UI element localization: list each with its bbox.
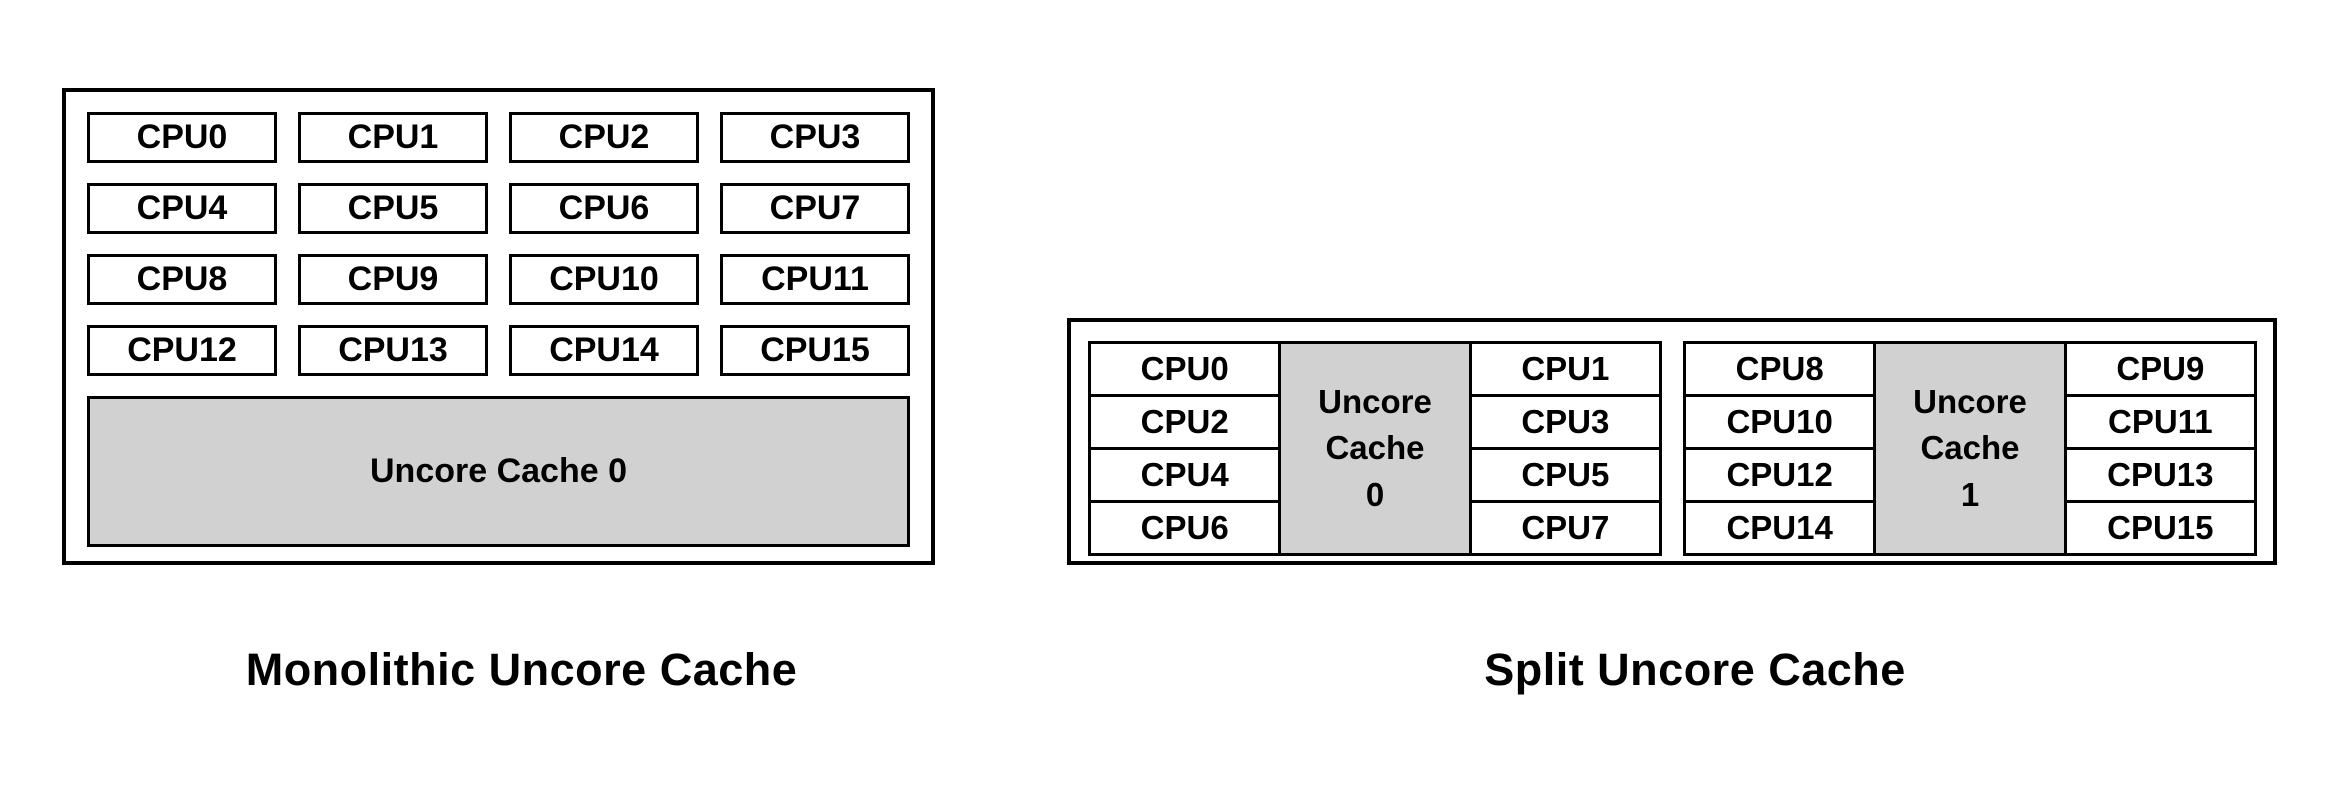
cpu-box: CPU2 [509,112,699,163]
table-row: CPU0 Uncore Cache 0 CPU1 [1087,341,1663,556]
split-caption: Split Uncore Cache [1484,644,1906,695]
table-row: CPU8 Uncore Cache 1 CPU9 [1682,341,2258,556]
cpu-box: CPU13 [298,325,488,376]
cpu-cluster-0: CPU0 Uncore Cache 0 CPU1 CPU2 CPU3 CPU4 … [1087,341,1663,556]
uncore-cache-1-cell: Uncore Cache 1 [1873,341,2067,556]
cpu-cell: CPU11 [2063,394,2258,450]
table-row: CPU4 CPU5 [1087,447,1663,503]
cpu-box: CPU1 [298,112,488,163]
cpu-cell: CPU0 [1087,341,1282,397]
cpu-box: CPU5 [298,183,488,234]
cpu-box: CPU8 [87,254,277,305]
cache-label-line: Uncore [1913,383,2027,421]
cpu-cell: CPU1 [1468,341,1663,397]
split-diagram: CPU0 Uncore Cache 0 CPU1 CPU2 CPU3 CPU4 … [1067,318,2277,565]
table-row: CPU14 CPU15 [1682,500,2258,556]
cache-label-line: Uncore [1318,383,1432,421]
cpu-box: CPU15 [720,325,910,376]
cpu-grid: CPU0 CPU1 CPU2 CPU3 CPU4 CPU5 CPU6 CPU7 … [87,112,911,376]
cpu-cell: CPU7 [1468,500,1663,556]
table-row: CPU12 CPU13 [1682,447,2258,503]
cpu-box: CPU10 [509,254,699,305]
cpu-box: CPU7 [720,183,910,234]
cpu-cell: CPU10 [1682,394,1877,450]
cpu-box: CPU4 [87,183,277,234]
cpu-cell: CPU4 [1087,447,1282,503]
cpu-cell: CPU3 [1468,394,1663,450]
cache-label-line: Cache [1920,429,2020,467]
cpu-box: CPU0 [87,112,277,163]
table-row: CPU6 CPU7 [1087,500,1663,556]
monolithic-caption: Monolithic Uncore Cache [245,644,798,695]
table-row: CPU2 CPU3 [1087,394,1663,450]
split-diagram-content: CPU0 Uncore Cache 0 CPU1 CPU2 CPU3 CPU4 … [1071,322,2273,556]
monolithic-diagram: CPU0 CPU1 CPU2 CPU3 CPU4 CPU5 CPU6 CPU7 … [62,88,935,565]
cpu-cell: CPU8 [1682,341,1877,397]
monolithic-diagram-content: CPU0 CPU1 CPU2 CPU3 CPU4 CPU5 CPU6 CPU7 … [66,92,931,547]
uncore-cache-0-label: Uncore Cache 0 [370,452,627,490]
cache-label-line: 1 [1960,475,1980,513]
cpu-box: CPU11 [720,254,910,305]
cache-label-line: 0 [1365,475,1385,513]
cpu-box: CPU12 [87,325,277,376]
cpu-cluster-1: CPU8 Uncore Cache 1 CPU9 CPU10 CPU11 CPU… [1682,341,2258,556]
table-row: CPU10 CPU11 [1682,394,2258,450]
cpu-box: CPU6 [509,183,699,234]
cpu-cell: CPU13 [2063,447,2258,503]
cache-label-line: Cache [1325,429,1425,467]
cpu-box: CPU14 [509,325,699,376]
uncore-cache-0-box: Uncore Cache 0 [87,396,910,547]
cpu-cell: CPU6 [1087,500,1282,556]
cpu-cell: CPU9 [2063,341,2258,397]
cpu-box: CPU3 [720,112,910,163]
cpu-cell: CPU2 [1087,394,1282,450]
cpu-box: CPU9 [298,254,488,305]
uncore-cache-0-cell: Uncore Cache 0 [1278,341,1472,556]
cpu-cell: CPU5 [1468,447,1663,503]
cpu-cell: CPU15 [2063,500,2258,556]
cpu-cell: CPU12 [1682,447,1877,503]
cpu-cell: CPU14 [1682,500,1877,556]
